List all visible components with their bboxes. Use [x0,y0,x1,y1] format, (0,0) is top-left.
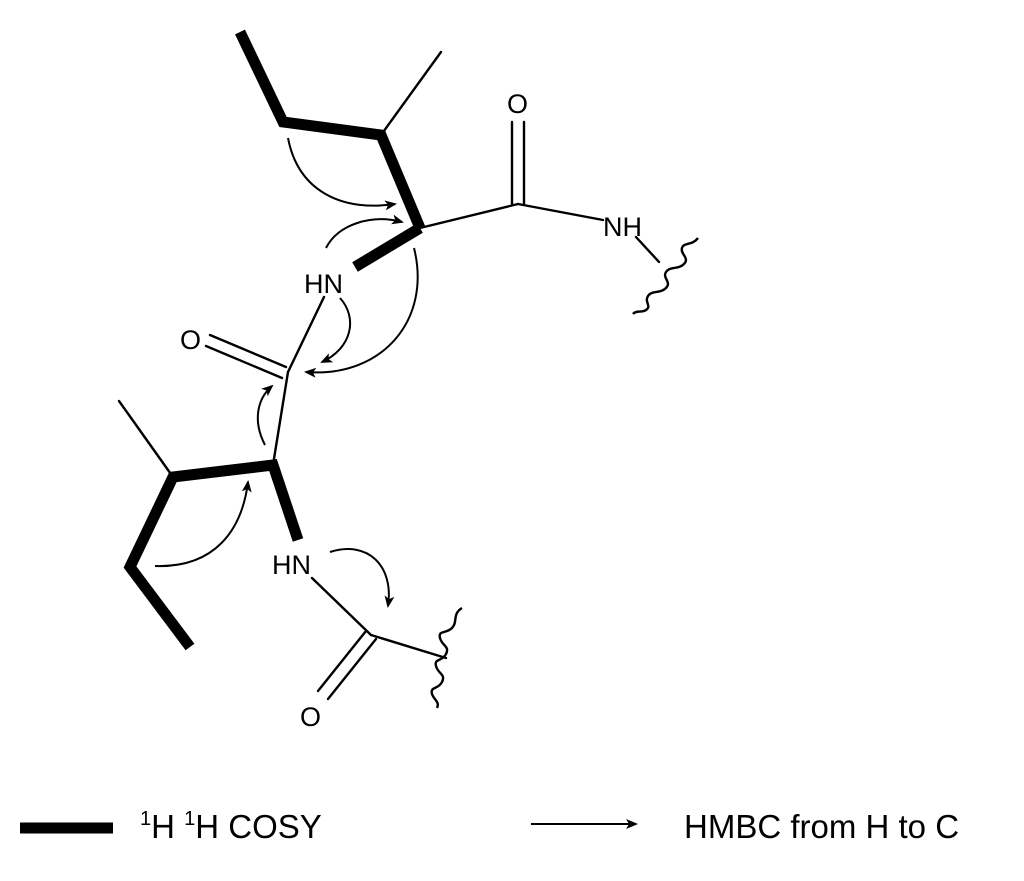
bond-lower-methyl [117,399,175,479]
single-bonds [117,50,661,701]
hmbc-arrows [154,137,419,608]
bond-acyl-wavy [369,633,448,660]
bond-calpha-carbonyl [418,202,520,230]
hmbc-arrow-hn-to-calpha [325,214,404,249]
bond-carbonyl-nh [516,202,605,222]
legend-cosy-label: 1H 1H COSY [140,808,322,845]
atom-o-bottom: O [300,702,321,732]
wavy-bond-upper [632,237,699,315]
atom-o-left: O [180,325,201,355]
bond-upper-methyl [379,50,443,137]
hmbc-arrow-calpha2-to-carbonyl [256,384,274,446]
bond-acyl-o-a [316,629,368,693]
atom-hn-mid: HN [304,269,343,299]
hmbc-arrow-ethyl-to-calpha [287,137,397,211]
hmbc-arrow-calpha-to-carbonyl [304,247,419,378]
atom-nh-right: NH [603,212,642,242]
atom-labels: O NH HN O HN O [180,89,642,732]
legend: 1H 1H COSY HMBC from H to C [20,808,959,845]
legend-hmbc-label: HMBC from H to C [684,808,959,845]
atom-o-top: O [507,89,528,119]
hmbc-arrow-hn-to-acyl [329,548,395,608]
cosy-bond-upper-ethyl [235,29,426,231]
wavy-bond-lower [430,606,463,709]
bond-hn-carbonyl [286,295,326,374]
bond-carbonyl-calpha2 [271,370,290,467]
atom-hn-low: HN [272,550,311,580]
cosy-bond-upper-nh [352,223,423,272]
bond-hn-acyl [310,576,373,637]
hmbc-arrow-hn-to-carbonyl [320,297,352,363]
bond-c-o-left-b [204,344,284,380]
bond-acyl-o-b [326,637,378,701]
bond-c-o-left-a [208,333,288,369]
bond-nh-wavy [634,235,661,264]
hmbc-arrow-ethyl2-to-calpha2 [154,480,252,568]
